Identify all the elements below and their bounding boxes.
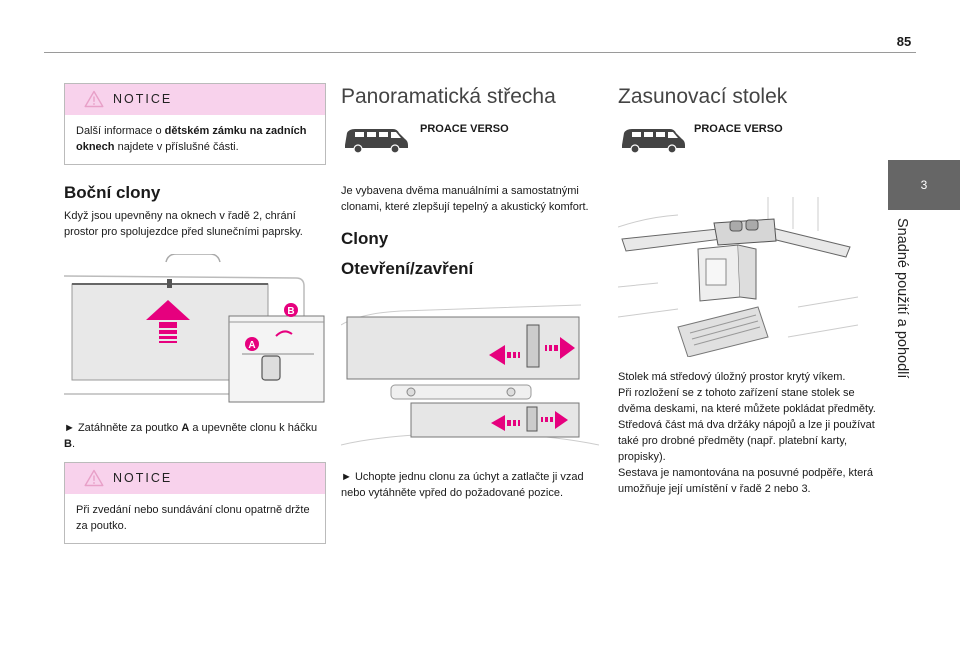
description-paragraph-3: Sestava je namontována na posuvné podpěř…: [618, 467, 874, 495]
column-sliding-table: Zasunovací stolek PROACE VERSO Stolek má: [618, 83, 880, 497]
side-blinds-intro: Když jsou upevněny na oknech v řadě 2, c…: [64, 210, 303, 238]
label-a-marker: [245, 337, 259, 351]
notice-bold-text: dětském zámku na zadních oknech: [76, 125, 307, 153]
arrow-left-icon: [489, 345, 520, 365]
model-indicator: PROACE VERSO: [341, 119, 599, 157]
notice-label: NOTICE: [113, 471, 173, 485]
label-a: A: [248, 340, 255, 351]
chapter-title-text: Snadné použití a pohodlí: [894, 218, 910, 379]
label-b: B: [287, 306, 294, 317]
notice-box-blind-handling: NOTICE Při zvedání nebo sundávání clonu …: [64, 462, 326, 544]
chapter-title: Snadné použití a pohodlí: [885, 218, 919, 508]
notice-header: NOTICE: [65, 463, 325, 494]
description-paragraph-1: Stolek má středový úložný prostor krytý …: [618, 371, 846, 383]
heading-side-blinds: Boční clony: [64, 183, 161, 202]
arrow-right-icon-lower: [541, 411, 568, 429]
arrow-left-icon-lower: [491, 415, 520, 431]
notice-text: Při zvedání nebo sundávání clonu opatrně…: [76, 504, 310, 532]
page-number: 85: [896, 34, 912, 49]
panoramic-roof-illustration: [341, 295, 599, 455]
warning-icon: [84, 469, 104, 487]
notice-label: NOTICE: [113, 92, 173, 106]
heading-open-close: Otevření/zavření: [341, 259, 474, 278]
section-title-sliding-table: Zasunovací stolek: [618, 85, 788, 108]
model-name: PROACE VERSO: [694, 123, 783, 135]
arrow-right-icon: [545, 337, 575, 359]
push-up-arrow-icon: [146, 300, 190, 343]
model-indicator: PROACE VERSO: [618, 119, 880, 157]
column-panoramic-roof: Panoramatická střecha PROACE VERSO Je vy…: [341, 83, 599, 501]
description-paragraph-2: Při rozložení se z tohoto zařízení stane…: [618, 387, 876, 463]
side-blind-illustration: B A: [64, 254, 326, 404]
van-icon: [345, 129, 408, 154]
van-icon: [622, 129, 685, 154]
panoramic-roof-intro: Je vybavena dvěma manuálními a samostatn…: [341, 185, 589, 213]
header-rule: [44, 52, 916, 53]
sliding-table-illustration: [618, 187, 858, 357]
roof-blind-instruction: ► Uchopte jednu clonu za úchyt a zatlačt…: [341, 471, 584, 499]
section-title-panoramic-roof: Panoramatická střecha: [341, 85, 556, 108]
label-b-marker: [284, 303, 298, 317]
notice-text: Další informace o dětském zámku na zadní…: [76, 125, 307, 153]
chapter-tab[interactable]: 3: [888, 160, 960, 210]
heading-blinds: Clony: [341, 229, 389, 248]
notice-box-child-lock: NOTICE Další informace o dětském zámku n…: [64, 83, 326, 165]
sliding-table-description: Stolek má středový úložný prostor krytý …: [618, 369, 880, 497]
side-blind-instruction: ► Zatáhněte za poutko A a upevněte clonu…: [64, 422, 318, 450]
column-side-blinds: NOTICE Další informace o dětském zámku n…: [64, 83, 326, 544]
warning-icon: [84, 90, 104, 108]
model-name: PROACE VERSO: [420, 123, 509, 135]
notice-header: NOTICE: [65, 84, 325, 115]
